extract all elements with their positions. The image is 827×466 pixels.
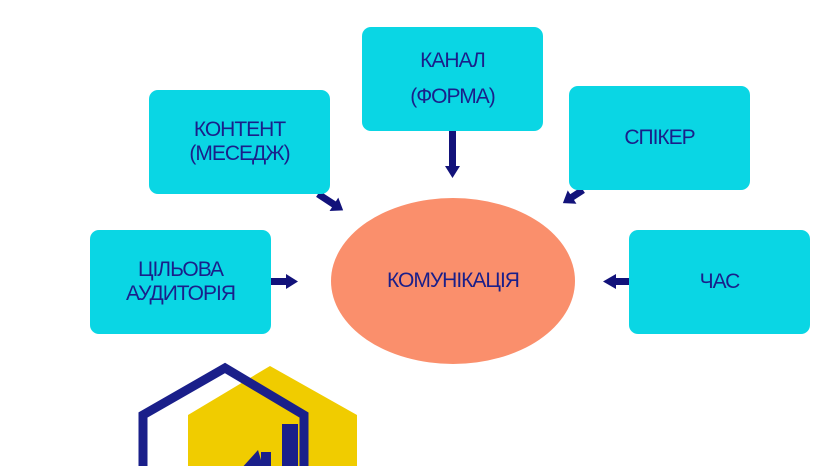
node-speaker: СПІКЕР bbox=[569, 86, 750, 190]
house-hexagon-logo-icon bbox=[138, 362, 357, 466]
node-audience-line1: ЦІЛЬОВА bbox=[137, 258, 224, 281]
arrow-speaker-to-center bbox=[562, 187, 585, 204]
node-audience: ЦІЛЬОВА АУДИТОРІЯ bbox=[90, 230, 271, 334]
node-channel-line2: (ФОРМА) bbox=[410, 85, 496, 108]
node-channel-line1: КАНАЛ bbox=[420, 49, 486, 72]
center-node-communication: КОМУНІКАЦІЯ bbox=[331, 198, 575, 364]
node-audience-line2: АУДИТОРІЯ bbox=[125, 282, 236, 305]
node-speaker-line1: СПІКЕР bbox=[624, 126, 695, 149]
node-content-line2: (МЕСЕДЖ) bbox=[189, 142, 290, 165]
node-content-line1: КОНТЕНТ bbox=[193, 118, 286, 141]
node-time-line1: ЧАС bbox=[699, 270, 741, 293]
arrow-audience-to-center bbox=[271, 274, 298, 289]
arrow-channel-to-center bbox=[445, 131, 460, 178]
node-time: ЧАС bbox=[629, 230, 810, 334]
center-node-label: КОМУНІКАЦІЯ bbox=[387, 269, 520, 292]
node-content: КОНТЕНТ (МЕСЕДЖ) bbox=[149, 90, 330, 194]
arrow-time-to-center bbox=[603, 274, 629, 289]
arrow-content-to-center bbox=[316, 191, 344, 212]
node-channel: КАНАЛ (ФОРМА) bbox=[362, 27, 543, 131]
